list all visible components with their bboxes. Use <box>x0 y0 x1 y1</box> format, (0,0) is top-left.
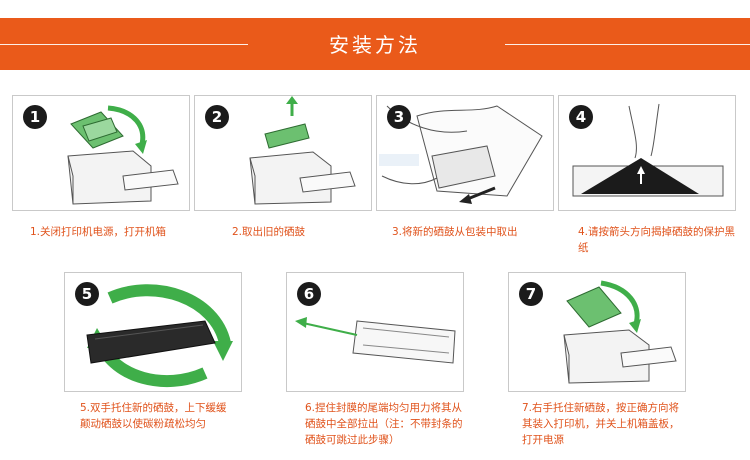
step-4-image: 4 <box>558 95 736 211</box>
step-3-badge: 3 <box>387 105 411 129</box>
page-title: 安装方法 <box>329 33 421 57</box>
step-1-image: 1 <box>12 95 190 211</box>
step-6-badge: 6 <box>297 282 321 306</box>
insert-drum-illustration <box>563 280 677 384</box>
step-2-image: 2 <box>194 95 372 211</box>
unpack-drum-illustration <box>379 105 543 204</box>
header-rule-right <box>505 44 750 45</box>
printer-remove-drum-illustration <box>249 96 356 205</box>
step-7-caption: 7.右手托住新硒鼓，按正确方向将其装入打印机，并关上机箱盖板，打开电源 <box>522 402 680 446</box>
remove-black-paper-illustration <box>572 103 724 197</box>
step-6-caption: 6.捏住封膜的尾端均匀用力将其从硒鼓中全部拉出（注：不带封条的硒鼓可跳过此步骤） <box>305 402 463 446</box>
step-1-badge: 1 <box>23 105 47 129</box>
step-4-caption: 4.请按箭头方向揭掉硒鼓的保护黑纸 <box>578 226 736 254</box>
step-2-badge: 2 <box>205 105 229 129</box>
header-rule-left <box>0 44 248 45</box>
step-5-image: 5 <box>64 272 242 392</box>
step-7-image: 7 <box>508 272 686 392</box>
pull-seal-illustration <box>295 317 456 364</box>
step-3-image: 3 <box>376 95 554 211</box>
step-7-badge: 7 <box>519 282 543 306</box>
step-4-badge: 4 <box>569 105 593 129</box>
printer-open-illustration <box>67 105 179 205</box>
step-6-image: 6 <box>286 272 464 392</box>
step-1-caption: 1.关闭打印机电源，打开机箱 <box>30 226 167 238</box>
step-5-badge: 5 <box>75 282 99 306</box>
step-5-caption: 5.双手托住新的硒鼓，上下缓缓颠动硒鼓以使碳粉疏松均匀 <box>80 402 227 430</box>
section-header: 安装方法 <box>0 18 750 70</box>
shake-drum-illustration <box>86 284 233 387</box>
step-2-caption: 2.取出旧的硒鼓 <box>232 226 306 238</box>
step-3-caption: 3.将新的硒鼓从包装中取出 <box>392 226 518 238</box>
